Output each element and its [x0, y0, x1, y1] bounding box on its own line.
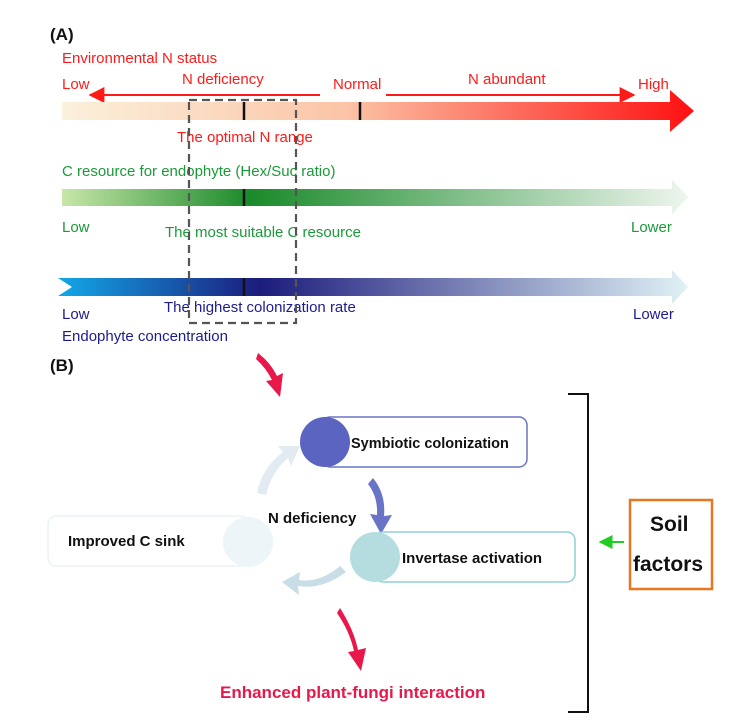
panel-a-label: (A) [50, 25, 74, 44]
c-sink-circle [223, 517, 273, 567]
invertase-circle [350, 532, 400, 582]
n-low-label: Low [62, 76, 90, 93]
n-deficiency-label: N deficiency [182, 71, 264, 88]
e-title-label: Endophyte concentration [62, 328, 228, 345]
n-high-label: High [638, 76, 669, 93]
optimal-window-box [187, 98, 298, 325]
c-suitable-label: The most suitable C resource [165, 224, 361, 241]
factors-label: factors [633, 553, 703, 576]
n-status-title: Environmental N status [62, 50, 217, 67]
n-abundant-label: N abundant [468, 71, 546, 88]
e-lower-label: Lower [633, 306, 674, 323]
e-gradient-bar [58, 270, 688, 304]
outcome-label: Enhanced plant-fungi interaction [220, 683, 485, 702]
n-normal-label: Normal [333, 76, 381, 93]
bracket [568, 393, 589, 713]
n-optimal-label: The optimal N range [177, 129, 313, 146]
soil-label: Soil [650, 513, 689, 536]
c-resource-title: C resource for endophyte (Hex/Suc ratio) [62, 163, 335, 180]
cycle-arrow-bottom-left [282, 566, 346, 595]
panel-b-label: (B) [50, 356, 74, 375]
e-low-label: Low [62, 306, 90, 323]
e-highest-label: The highest colonization rate [164, 299, 356, 316]
cycle-arrow-right-down [368, 478, 392, 534]
symbiotic-label: Symbiotic colonization [351, 436, 509, 452]
red-arrow-top [256, 353, 283, 397]
symbiotic-circle [300, 417, 350, 467]
c-sink-label: Improved C sink [68, 533, 185, 550]
invertase-label: Invertase activation [402, 550, 542, 567]
c-low-label: Low [62, 219, 90, 236]
soil-factors-box [628, 498, 714, 591]
c-lower-label: Lower [631, 219, 672, 236]
center-n-deficiency: N deficiency [268, 510, 357, 527]
cycle-arrow-left-up [257, 446, 300, 495]
n-gradient-bar [62, 90, 694, 132]
red-arrow-bottom [337, 608, 366, 671]
c-gradient-bar [62, 180, 688, 214]
